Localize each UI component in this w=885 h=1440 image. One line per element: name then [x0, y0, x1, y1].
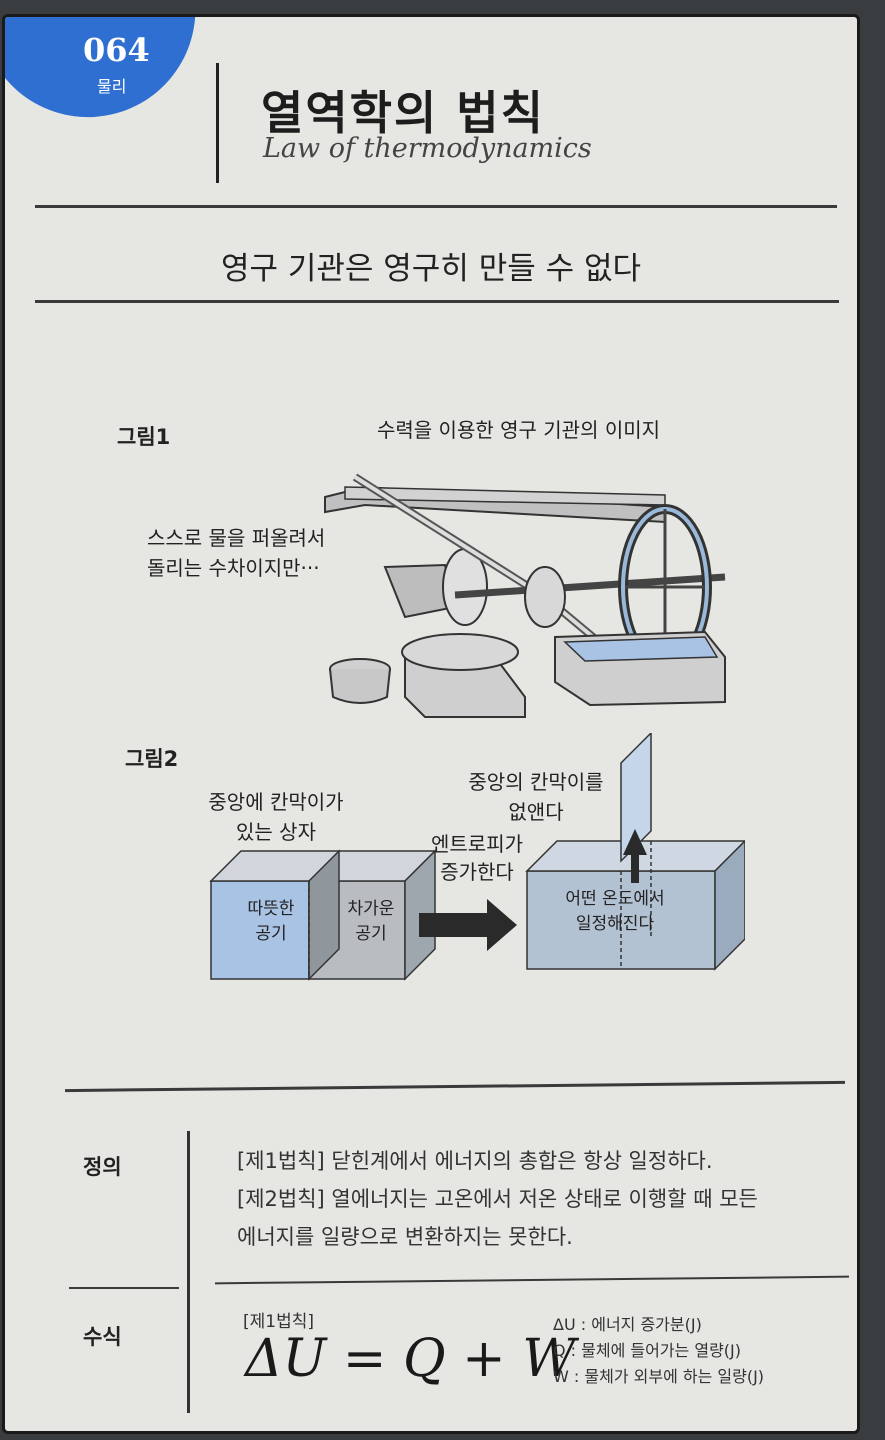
formula-expression: ΔU = Q + W — [245, 1329, 576, 1389]
warm-air-line2: 공기 — [255, 924, 287, 944]
result-line2: 일정해진다 — [575, 914, 655, 934]
remove-caption-line2: 없앤다 — [508, 800, 564, 824]
box-caption-line1: 중앙에 칸막이가 — [208, 790, 344, 814]
subtitle-rule — [35, 300, 839, 303]
formula-top-rule — [215, 1275, 849, 1285]
top-rule — [35, 205, 837, 208]
definition-line1: [제1법칙] 닫힌계에서 에너지의 총합은 항상 일정하다. — [237, 1149, 713, 1173]
figure1-note-line2: 돌리는 수차이지만··· — [147, 556, 320, 580]
formula-legend-2: Q : 물체에 들어가는 열량(J) — [553, 1341, 742, 1360]
box-caption-line2: 있는 상자 — [236, 820, 316, 844]
page-subtitle: 영구 기관은 영구히 만들 수 없다 — [220, 251, 642, 287]
formula-tag: [제1법칙] — [243, 1312, 315, 1332]
cold-air-line1: 차가운 — [347, 899, 395, 919]
definition-line3: 에너지를 일량으로 변환하지는 못한다. — [237, 1225, 573, 1249]
textbook-page: 064 물리 열역학의 법칙 Law of thermodynamics 영구 … — [2, 14, 860, 1434]
cold-air-line2: 공기 — [355, 924, 387, 944]
arrow-caption-line1: 엔트로피가 — [431, 832, 523, 856]
entropy-diagram — [209, 733, 745, 981]
warm-air-line1: 따뜻한 — [247, 899, 295, 919]
figure2-label: 그림2 — [125, 747, 179, 771]
header-divider — [216, 63, 219, 183]
figure1-note-line1: 스스로 물을 퍼올려서 — [147, 526, 326, 550]
result-line1: 어떤 온도에서 — [565, 889, 665, 909]
table-divider — [187, 1131, 190, 1413]
formula-legend-1: ΔU : 에너지 증가분(J) — [553, 1315, 702, 1334]
remove-caption-line1: 중앙의 칸막이를 — [468, 770, 604, 794]
arrow-caption-line2: 증가한다 — [440, 860, 514, 884]
figure1-label: 그림1 — [117, 425, 171, 449]
definition-top-rule — [65, 1080, 845, 1093]
label-rule — [69, 1287, 179, 1289]
definition-line2: [제2법칙] 열에너지는 고온에서 저온 상태로 이행할 때 모든 — [237, 1187, 758, 1211]
section-number: 064 — [83, 31, 150, 69]
definition-label: 정의 — [83, 1155, 122, 1179]
page-title-english: Law of thermodynamics — [263, 133, 592, 164]
figure1-caption: 수력을 이용한 영구 기관의 이미지 — [377, 418, 661, 442]
water-wheel-illustration — [324, 473, 726, 718]
section-category: 물리 — [97, 77, 127, 96]
page-title: 열역학의 법칙 — [261, 86, 545, 140]
formula-legend-3: W : 물체가 외부에 하는 일량(J) — [553, 1367, 765, 1386]
formula-label: 수식 — [83, 1325, 122, 1349]
